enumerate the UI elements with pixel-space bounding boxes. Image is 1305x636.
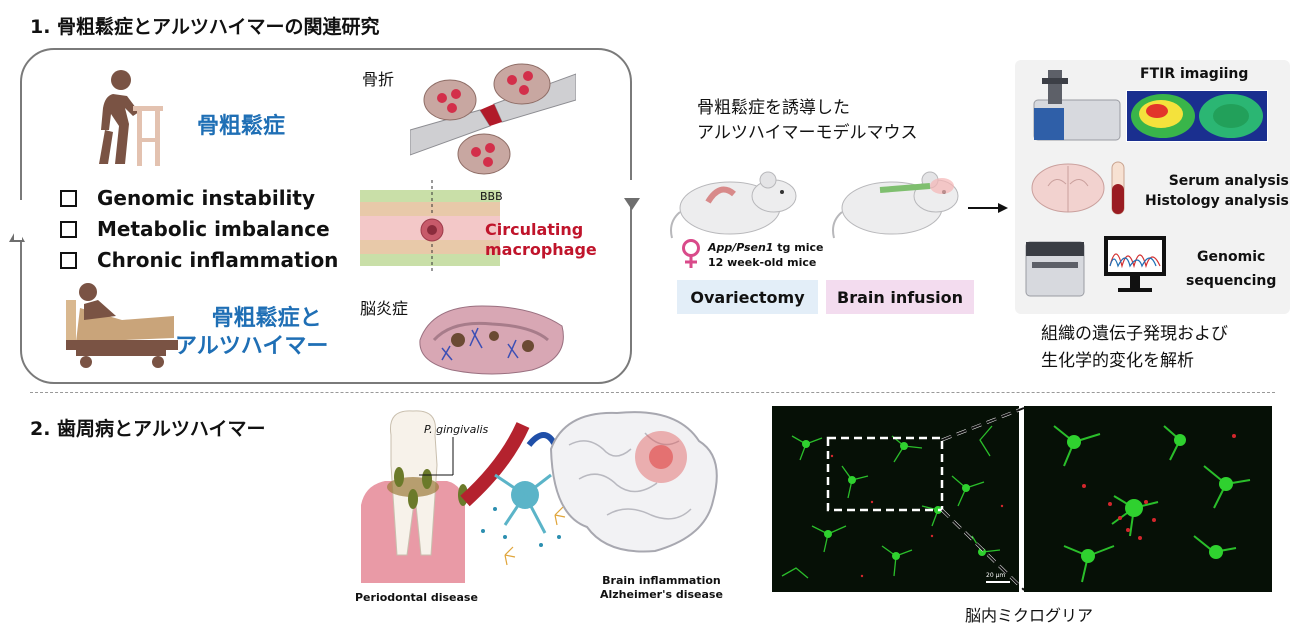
brain-infusion-badge: Brain infusion bbox=[826, 280, 974, 314]
bullet-item: Metabolic imbalance bbox=[60, 217, 338, 241]
mouse-ovariectomy-illustration bbox=[670, 171, 797, 239]
bullet-item: Chronic inflammation bbox=[60, 248, 338, 272]
bullet-text: Genomic instability bbox=[97, 186, 316, 210]
genomic-line1: Genomic bbox=[1197, 249, 1266, 265]
mice-type: tg mice bbox=[773, 241, 824, 254]
periodontal-brain-illustration bbox=[361, 410, 718, 583]
serum-histology-labels: Serum analysis Histology analysis bbox=[1145, 171, 1289, 211]
fractured-bone-illustration bbox=[410, 63, 576, 175]
combined-label: 骨粗鬆症と アルツハイマー bbox=[175, 305, 328, 361]
microglia-caption: 脳内ミクログリア bbox=[965, 606, 1094, 625]
genomic-line2: sequencing bbox=[1186, 273, 1277, 289]
bullet-item: Genomic instability bbox=[60, 186, 338, 210]
model-line1: 骨粗鬆症を誘導した bbox=[697, 98, 850, 118]
analysis-description: 組織の遺伝子発現および 生化学的変化を解析 bbox=[1041, 321, 1228, 375]
risk-factor-list: Genomic instability Metabolic imbalance … bbox=[60, 186, 338, 272]
bedridden-patient-icon bbox=[66, 283, 178, 368]
alzheimers-label: Alzheimer's disease bbox=[600, 588, 723, 601]
genomic-sequencer-icon bbox=[1025, 236, 1166, 297]
checkbox-icon bbox=[60, 220, 77, 238]
elderly-walker-icon bbox=[99, 70, 163, 166]
bullet-text: Chronic inflammation bbox=[97, 248, 339, 272]
fracture-label: 骨折 bbox=[362, 70, 395, 89]
inflamed-brain-tissue-illustration bbox=[419, 305, 564, 375]
macrophage-line1: Circulating bbox=[485, 220, 584, 239]
mice-age: 12 week-old mice bbox=[708, 256, 817, 269]
serum-label: Serum analysis bbox=[1168, 173, 1289, 189]
combined-label-line2: アルツハイマー bbox=[175, 334, 329, 359]
section2-title: 2. 歯周病とアルツハイマー bbox=[30, 418, 266, 440]
microglia-overview-image: 20 μm bbox=[772, 406, 1019, 592]
section-divider bbox=[30, 392, 1275, 393]
ftir-label: FTIR imagiing bbox=[1140, 66, 1249, 82]
genomic-label: Genomic sequencing bbox=[1186, 245, 1276, 293]
brain-section-and-serum-tube-icon bbox=[1031, 161, 1125, 215]
macrophage-line2: macrophage bbox=[485, 240, 597, 259]
checkbox-icon bbox=[60, 189, 77, 207]
ovariectomy-badge: Ovariectomy bbox=[677, 280, 818, 314]
periodontal-label: Periodontal disease bbox=[355, 591, 478, 604]
osteoporosis-label: 骨粗鬆症 bbox=[197, 114, 286, 139]
brain-inflammation-label: Brain inflammation bbox=[602, 574, 721, 587]
bbb-label: BBB bbox=[480, 190, 503, 203]
combined-label-line1: 骨粗鬆症と bbox=[211, 306, 322, 331]
bullet-text: Metabolic imbalance bbox=[97, 217, 330, 241]
right-arrow-icon bbox=[968, 203, 1008, 213]
down-arrow-right bbox=[624, 198, 640, 210]
ftir-heatmap-image bbox=[1126, 90, 1268, 142]
pathogen-label: P. gingivalis bbox=[424, 423, 489, 436]
female-symbol-icon bbox=[682, 239, 700, 268]
histology-label: Histology analysis bbox=[1145, 193, 1289, 209]
mouse-brain-infusion-illustration bbox=[832, 171, 959, 239]
checkbox-icon bbox=[60, 251, 77, 269]
macrophage-label: Circulating macrophage bbox=[485, 220, 597, 260]
blood-vessel-illustration bbox=[360, 180, 500, 272]
mice-genotype: App/Psen1 bbox=[708, 241, 774, 254]
ftir-instrument-icon bbox=[1033, 70, 1121, 141]
mice-description: App/Psen1 tg mice 12 week-old mice bbox=[708, 240, 823, 270]
analysis-line1: 組織の遺伝子発現および bbox=[1041, 324, 1228, 344]
encephalitis-label: 脳炎症 bbox=[360, 299, 409, 318]
section1-title: 1. 骨粗鬆症とアルツハイマーの関連研究 bbox=[30, 16, 380, 38]
model-mouse-label: 骨粗鬆症を誘導した アルツハイマーモデルマウス bbox=[697, 96, 918, 146]
zoom-lines bbox=[940, 406, 1026, 592]
model-line2: アルツハイマーモデルマウス bbox=[697, 123, 918, 143]
analysis-line2: 生化学的変化を解析 bbox=[1041, 351, 1194, 371]
brain-disease-labels: Brain inflammation Alzheimer's disease bbox=[600, 574, 723, 602]
scale-bar-label: 20 μm bbox=[986, 572, 1006, 579]
microglia-zoom-image bbox=[1024, 406, 1272, 592]
